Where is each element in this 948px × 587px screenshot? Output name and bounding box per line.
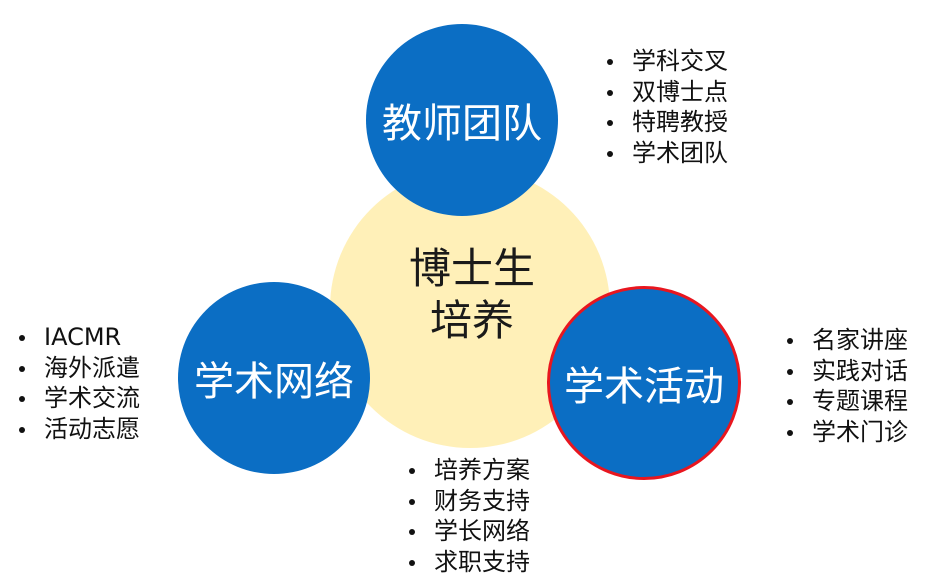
center-label: 博士生 培养 [392, 243, 552, 347]
list-item: 求职支持 [404, 547, 530, 578]
list-item: 专题课程 [782, 386, 908, 417]
list-item: 实践对话 [782, 356, 908, 387]
center-label-line2: 培养 [429, 296, 514, 345]
list-item: 活动志愿 [14, 414, 140, 445]
list-item: 学科交叉 [602, 46, 728, 77]
list-item: 财务支持 [404, 486, 530, 517]
node-label-network: 学术网络 [194, 359, 354, 405]
list-item: 特聘教授 [602, 107, 728, 138]
list-item: 双博士点 [602, 77, 728, 108]
list-item: 学术交流 [14, 383, 140, 414]
bullet-list-network: IACMR 海外派遣 学术交流 活动志愿 [14, 322, 140, 444]
node-circle-network: 学术网络 [178, 282, 370, 474]
list-item: 学术门诊 [782, 417, 908, 448]
node-label-teachers: 教师团队 [382, 101, 542, 147]
node-circle-activities: 学术活动 [547, 286, 741, 480]
list-item: 学术团队 [602, 138, 728, 169]
bullet-list-activities: 名家讲座 实践对话 专题课程 学术门诊 [782, 325, 908, 447]
list-item: IACMR [14, 322, 140, 353]
node-circle-teachers: 教师团队 [366, 24, 558, 216]
center-label-line1: 博士生 [408, 244, 535, 293]
bullet-list-teachers: 学科交叉 双博士点 特聘教授 学术团队 [602, 46, 728, 168]
bullet-list-training: 培养方案 财务支持 学长网络 求职支持 [404, 455, 530, 577]
list-item: 学长网络 [404, 516, 530, 547]
list-item: 海外派遣 [14, 353, 140, 384]
list-item: 培养方案 [404, 455, 530, 486]
node-label-activities: 学术活动 [564, 364, 724, 410]
list-item: 名家讲座 [782, 325, 908, 356]
